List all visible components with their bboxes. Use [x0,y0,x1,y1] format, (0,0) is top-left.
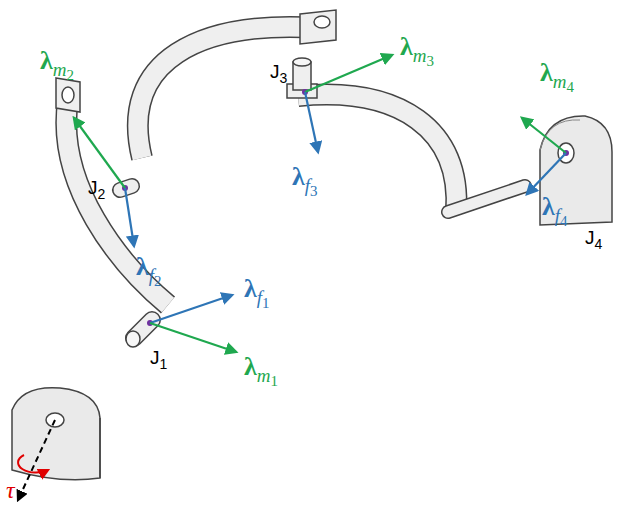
joint-label: J4 [585,228,602,247]
vector-symbol: λf2 [136,254,162,280]
joint-label: J2 [88,178,105,197]
link-three [287,58,525,212]
vector-symbol: λm4 [540,60,574,86]
joint-label: J3 [270,62,287,81]
base-block [12,388,100,500]
vector-symbol: λf1 [244,276,270,302]
vector-arrows [74,55,566,352]
vector-symbol: λm1 [244,354,278,380]
vector-symbol: λf3 [292,164,318,190]
joint-label: J1 [150,348,167,367]
link-one [56,78,168,347]
vector-symbol: λm3 [400,34,434,60]
vector-symbol: λm2 [40,48,74,74]
vector-symbol: λf4 [542,194,568,220]
torque-symbol: τ [6,478,15,502]
